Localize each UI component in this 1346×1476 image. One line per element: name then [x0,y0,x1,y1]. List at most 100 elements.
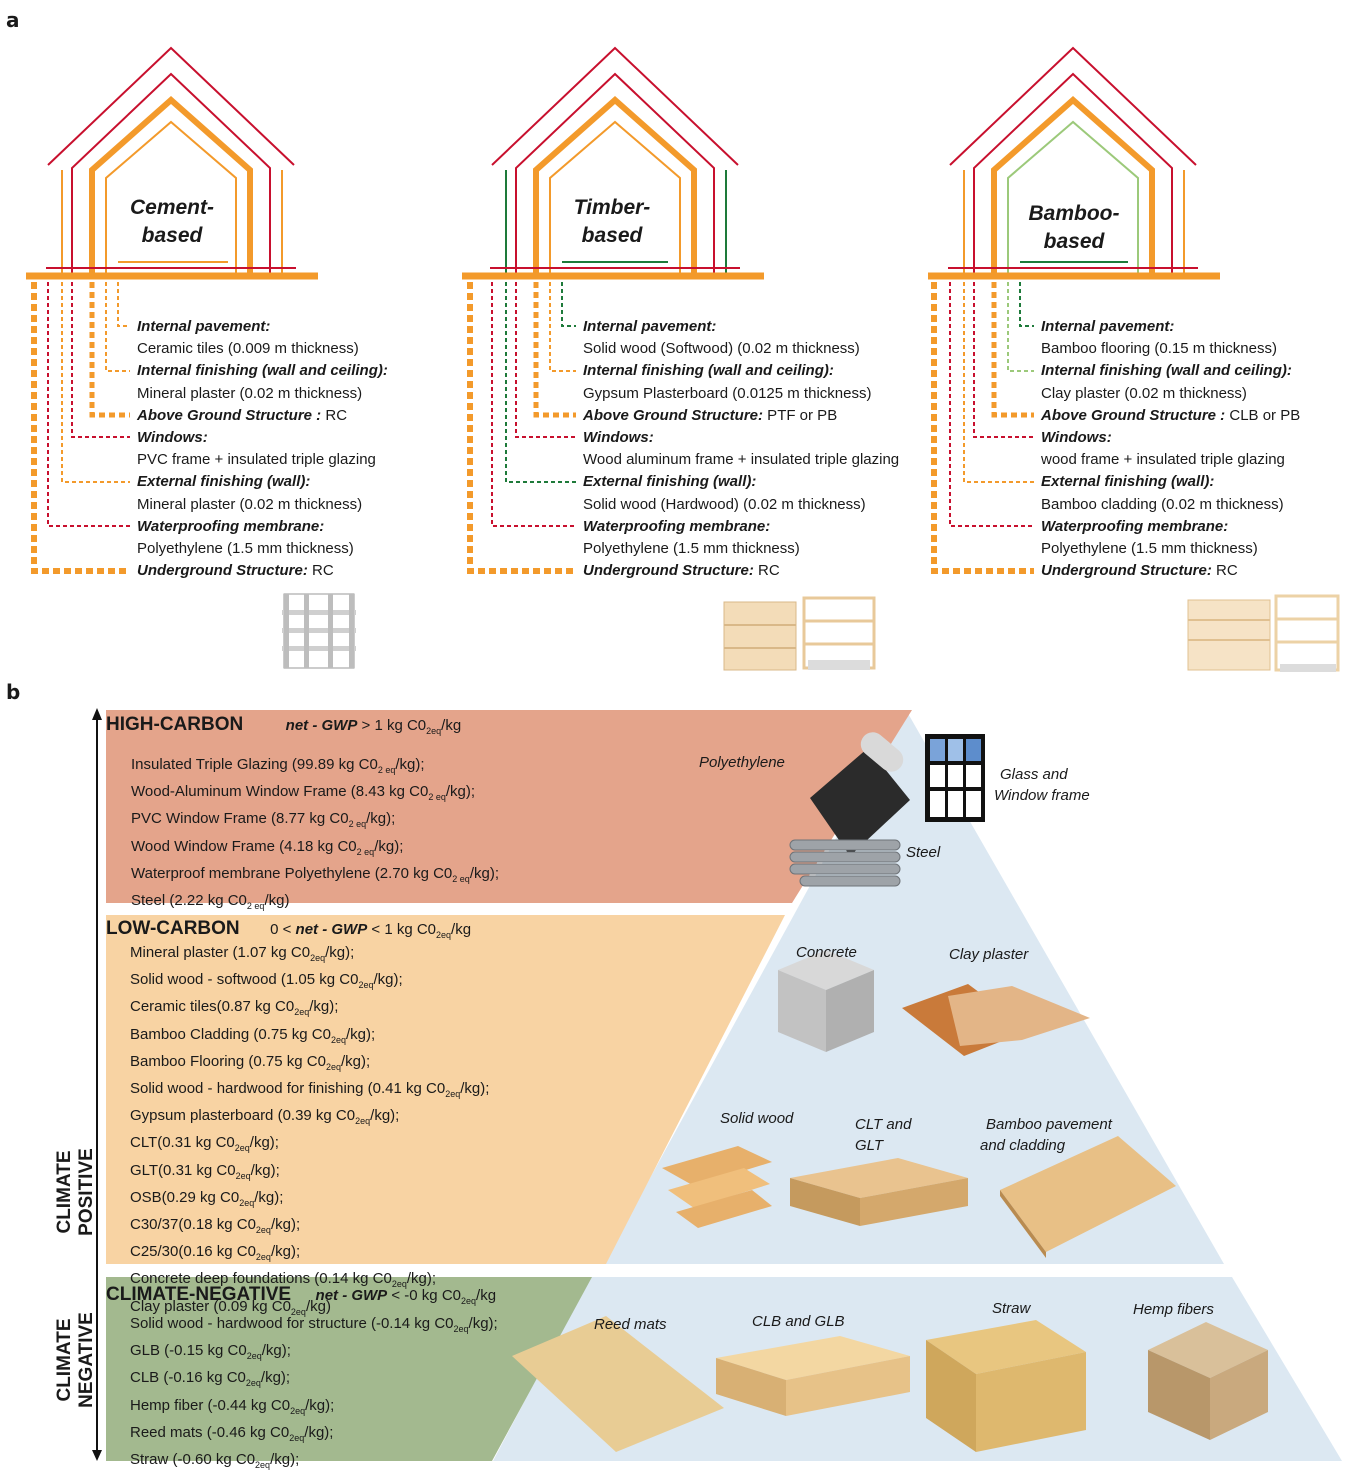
material-item-subscript: 2eq [290,1306,306,1317]
layer-value: Polyethylene (1.5 mm thickness) [137,540,354,558]
climate-negative-list: Solid wood - hardwood for structure (-0.… [130,1313,498,1476]
side-label-line: NEGATIVE [76,1312,97,1408]
material-item-text: Gypsum plasterboard (0.39 kg C0 [130,1107,356,1125]
material-item-text: Solid wood - softwood (1.05 kg C0 [130,971,359,989]
layer-heading-text: Windows: [137,429,208,447]
layer-list-timber: Internal pavement: Solid wood (Softwood) … [583,316,899,582]
material-item: Insulated Triple Glazing (99.89 kg C02 e… [131,754,499,781]
range-prefix: 0 < [270,921,296,938]
layer-value-row: Wood aluminum frame + insulated triple g… [583,449,899,471]
material-item-text: Reed mats (-0.46 kg C0 [130,1423,290,1441]
high-carbon-list: Insulated Triple Glazing (99.89 kg C02 e… [131,754,499,917]
label-line: GLT [855,1137,884,1154]
house-title-timber: Timber- based [552,194,672,250]
label-clt-glt: CLT and GLT [855,1114,911,1156]
layer-value-row: Clay plaster (0.02 m thickness) [1041,383,1300,405]
layer-heading: Waterproofing membrane: [137,516,388,538]
layer-heading: Underground Structure: RC [137,560,388,582]
layer-value-row: Mineral plaster (0.02 m thickness) [137,383,388,405]
layer-value-row: Gypsum Plasterboard (0.0125 m thickness) [583,383,899,405]
climate-negative-title: CLIMATE-NEGATIVE [106,1284,292,1305]
material-item-text: C25/30(0.16 kg C0 [130,1243,256,1261]
layer-value: Mineral plaster (0.02 m thickness) [137,384,363,402]
house-title-bamboo: Bamboo- based [1014,200,1134,256]
material-item: Hemp fiber (-0.44 kg C02eq/kg); [130,1395,498,1422]
material-item-tail: /kg); [249,1134,279,1152]
material-item: Wood Window Frame (4.18 kg C02 eq/kg); [131,836,499,863]
material-item-text: Insulated Triple Glazing (99.89 kg C0 [131,756,378,773]
layer-heading-text: Internal pavement: [1041,318,1175,335]
side-label-line: POSITIVE [76,1148,97,1236]
high-carbon-range: net - GWP > 1 kg C02eq/kg [285,717,462,736]
material-item: Straw (-0.60 kg C02eq/kg); [130,1449,498,1476]
layer-value: Wood aluminum frame + insulated triple g… [583,451,900,469]
range-suffix: /kg [451,921,472,938]
material-item: Solid wood - softwood (1.05 kg C02eq/kg)… [130,969,489,996]
layer-value: Solid wood (Softwood) (0.02 m thickness) [583,340,860,358]
material-item-text: Ceramic tiles(0.87 kg C0 [130,998,295,1016]
material-item-text: Steel (2.22 kg C0 [131,892,247,910]
material-item-subscript: 2eq [290,1405,306,1416]
window-frame-icon [925,734,985,822]
arrow-up-icon [92,708,102,720]
material-item-tail: /kg); [254,1188,284,1206]
range-mid: < -0 kg C0 [387,1287,461,1304]
material-item-text: Waterproof membrane Polyethylene (2.70 k… [131,864,453,882]
layer-heading: Internal finishing (wall and ceiling): [583,360,899,382]
house-title-line: based [141,224,203,247]
material-item: Concrete deep foundations (0.14 kg C02eq… [130,1268,489,1295]
layer-value: RC [307,562,334,580]
layer-value: Bamboo flooring (0.15 m thickness) [1041,340,1277,358]
material-item: Bamboo Cladding (0.75 kg C02eq/kg); [130,1024,489,1051]
label-line: and cladding [980,1137,1066,1154]
material-item-subscript: 2eq [255,1225,271,1236]
house-diagrams [26,46,1340,672]
timber-frame-icon [723,596,876,671]
layer-value: Bamboo cladding (0.02 m thickness) [1041,495,1284,513]
material-item-subscript: 2 eq [377,765,396,775]
material-item-subscript: 2eq [358,980,374,991]
house-title-line: Bamboo- [1028,202,1120,225]
layer-value: Clay plaster (0.02 m thickness) [1041,384,1247,402]
label-concrete: Concrete [796,944,857,961]
climate-negative-header: CLIMATE-NEGATIVE net - GWP < -0 kg C02eq… [106,1284,496,1306]
layer-heading: Above Ground Structure : RC [137,405,388,427]
material-item-subscript: 2eq [294,1007,310,1018]
high-carbon-title: HIGH-CARBON [106,714,244,735]
gwp-label: net - GWP [285,717,358,734]
material-item-tail: /kg) [264,892,290,910]
material-item-subscript: 2eq [391,1279,407,1290]
material-item-subscript: 2eq [255,1252,271,1263]
house-timber-drawing [462,46,764,574]
layer-heading: Underground Structure: RC [583,560,899,582]
layer-heading-text: Waterproofing membrane: [137,517,325,535]
material-item-tail: /kg); [468,1315,498,1332]
gwp-label: net - GWP [295,921,368,938]
house-title-line: based [581,224,643,247]
label-bamboo-pavement: Bamboo pavement and cladding [980,1114,1112,1156]
material-item: CLB (-0.16 kg C02eq/kg); [130,1367,498,1394]
clay-plaster-icon [902,984,1090,1056]
layer-heading: Internal finishing (wall and ceiling): [137,360,388,382]
material-item-text: Wood-Aluminum Window Frame (8.43 kg C0 [131,783,429,801]
house-title-cement: Cement- based [112,194,232,250]
material-item: Mineral plaster (1.07 kg C02eq/kg); [130,942,489,969]
layer-value: Polyethylene (1.5 mm thickness) [583,540,800,558]
layer-value: wood frame + insulated triple glazing [1041,451,1285,469]
material-item-tail: /kg); [373,971,403,989]
material-item-subscript: 2eq [325,1061,341,1072]
negative-band [106,1277,592,1461]
material-item: Steel (2.22 kg C02 eq/kg) [131,890,499,917]
material-item-text: Bamboo Flooring (0.75 kg C0 [130,1052,326,1070]
layer-value: RC [753,562,780,580]
label-solid-wood: Solid wood [720,1110,794,1127]
side-label-climate-negative: CLIMATE NEGATIVE [54,1300,98,1420]
material-item-subscript: 2 eq [356,846,375,857]
material-item-text: Solid wood - hardwood for structure (-0.… [130,1315,454,1332]
material-item-text: Mineral plaster (1.07 kg C0 [130,944,311,961]
layer-value-row: Polyethylene (1.5 mm thickness) [137,538,388,560]
pyramid-upper [603,710,1224,1264]
label-straw: Straw [992,1300,1031,1317]
clb-glb-icon [716,1336,910,1416]
layer-heading-text: Internal pavement: [583,318,717,335]
